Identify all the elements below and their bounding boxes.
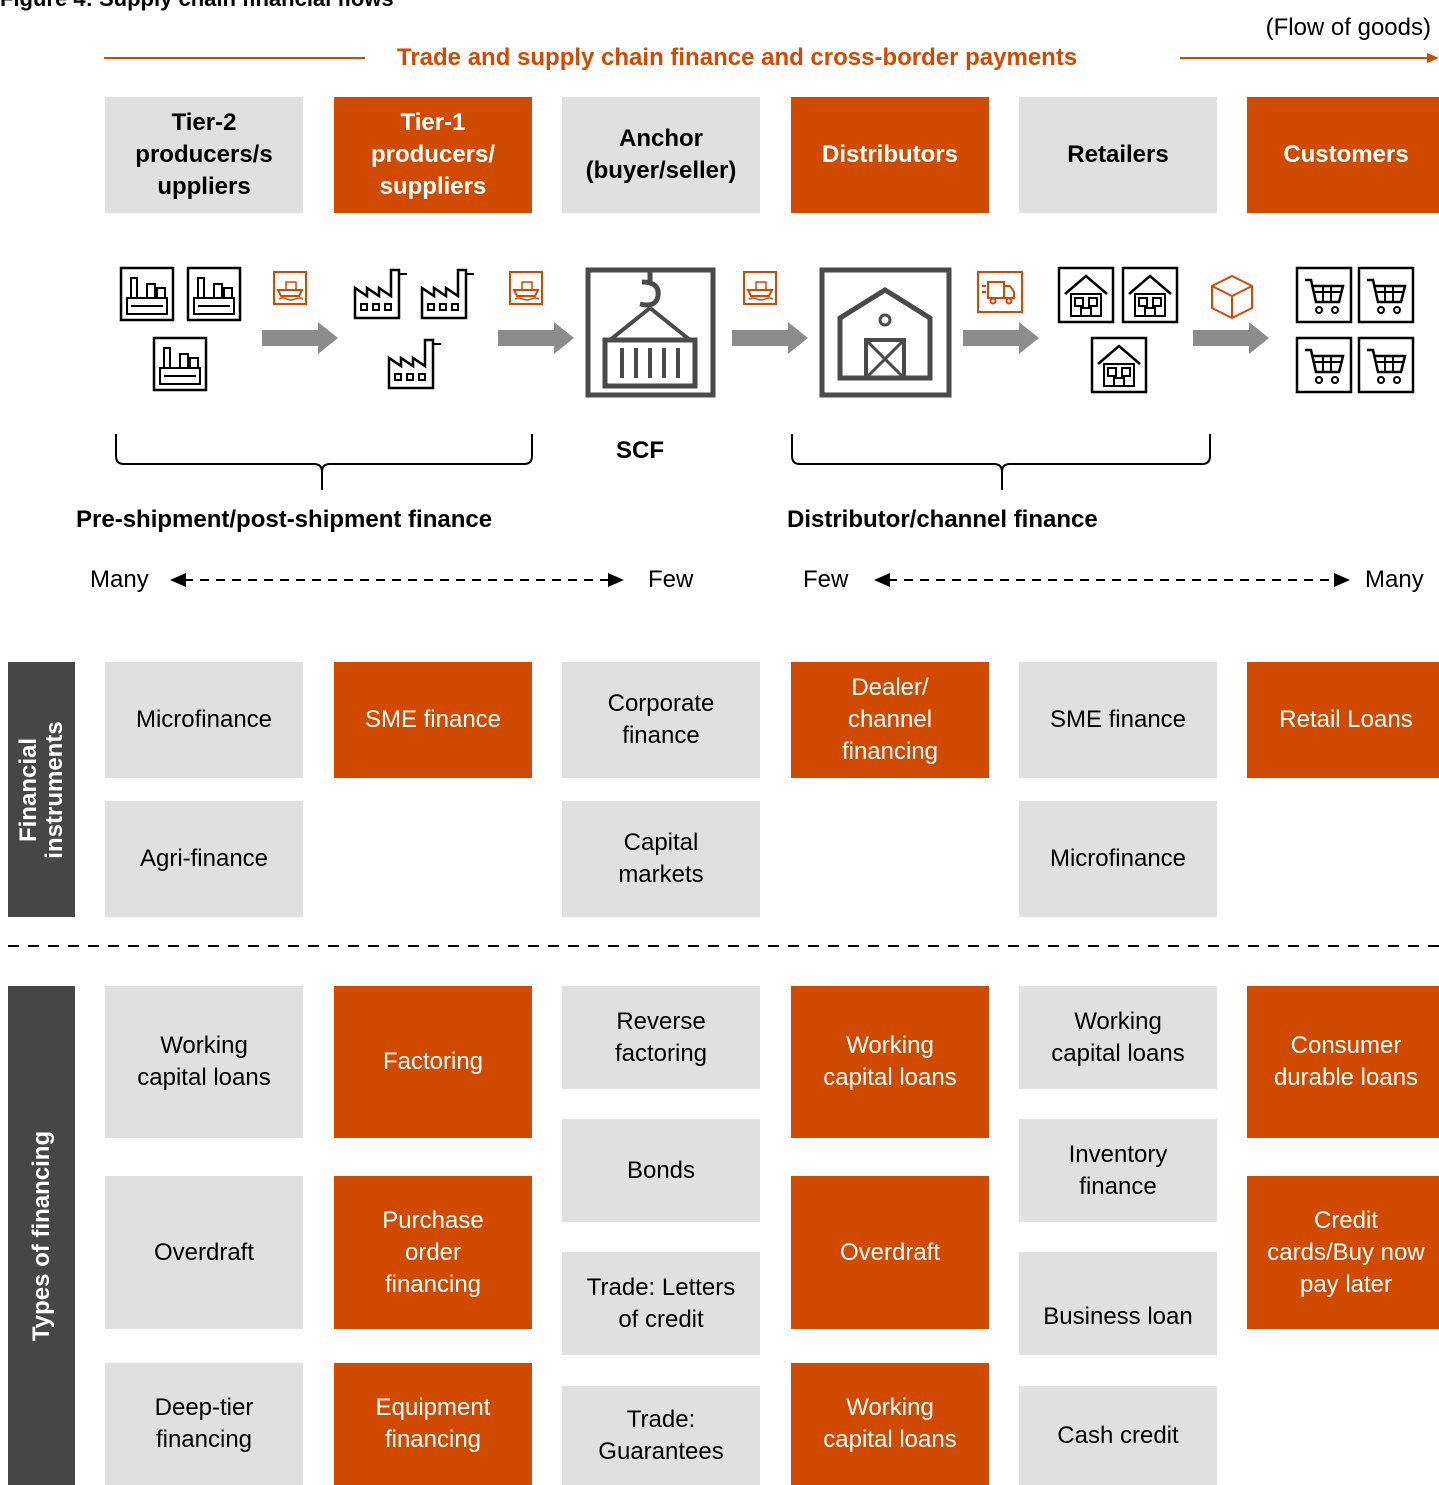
fi-corporate-finance: Corporate finance xyxy=(562,662,760,778)
figure-title: Figure 4: Supply chain financial flows xyxy=(0,0,394,12)
tf-overdraft-1: Overdraft xyxy=(105,1176,303,1329)
tf-consumer-durable-loans: Consumer durable loans xyxy=(1247,986,1439,1138)
scale-dashed-arrows xyxy=(170,573,1350,587)
banner-arrow xyxy=(104,53,1439,63)
stage-retailers: Retailers xyxy=(1019,97,1217,213)
tf-overdraft-2: Overdraft xyxy=(791,1176,989,1329)
fi-sme-finance: SME finance xyxy=(334,662,532,778)
pre-post-shipment-finance-label: Pre-shipment/post-shipment finance xyxy=(76,506,493,533)
stage-anchor: Anchor (buyer/seller) xyxy=(562,97,760,213)
section-divider xyxy=(8,945,1439,947)
fi-sme-finance-retail: SME finance xyxy=(1019,662,1217,778)
scale-right-from: Few xyxy=(803,566,849,593)
tf-trade-letters-of-credit: Trade: Letters of credit xyxy=(562,1252,760,1355)
tf-working-capital-loans-1: Working capital loans xyxy=(105,986,303,1138)
tf-purchase-order-financing: Purchase order financing xyxy=(334,1176,532,1329)
fi-capital-markets: Capital markets xyxy=(562,801,760,917)
tf-trade-guarantees: Trade: Guarantees xyxy=(562,1386,760,1485)
tf-equipment-financing: Equipment financing xyxy=(334,1363,532,1485)
supply-chain-icon-row xyxy=(119,266,1415,398)
banner-title: Trade and supply chain finance and cross… xyxy=(397,44,1078,71)
tf-business-loan: Business loan xyxy=(1019,1252,1217,1355)
scale-left-from: Many xyxy=(90,566,149,593)
flow-of-goods-label: (Flow of goods) xyxy=(1265,14,1431,41)
stage-tier2: Tier-2 producers/s uppliers xyxy=(105,97,303,213)
tf-bonds: Bonds xyxy=(562,1119,760,1222)
stage-customers: Customers xyxy=(1247,97,1439,213)
tf-working-capital-loans-3: Working capital loans xyxy=(791,1363,989,1485)
tf-working-capital-loans-4: Working capital loans xyxy=(1019,986,1217,1089)
scale-left-to: Few xyxy=(648,566,694,593)
scale-right-to: Many xyxy=(1365,566,1424,593)
tf-inventory-finance: Inventory finance xyxy=(1019,1119,1217,1222)
stage-tier1: Tier-1 producers/ suppliers xyxy=(334,97,532,213)
fi-microfinance-retail: Microfinance xyxy=(1019,801,1217,917)
group-braces xyxy=(115,434,1211,490)
fi-agri-finance: Agri-finance xyxy=(105,801,303,917)
stage-distributors: Distributors xyxy=(791,97,989,213)
tf-cash-credit: Cash credit xyxy=(1019,1386,1217,1485)
fi-dealer-channel-financing: Dealer/ channel financing xyxy=(791,662,989,778)
tf-credit-cards-bnpl: Credit cards/Buy now pay later xyxy=(1247,1176,1439,1329)
tf-factoring: Factoring xyxy=(334,986,532,1138)
distributor-channel-finance-label: Distributor/channel finance xyxy=(787,506,1098,533)
financial-instruments-title: Financial instruments xyxy=(8,662,75,917)
tf-reverse-factoring: Reverse factoring xyxy=(562,986,760,1089)
tf-working-capital-loans-2: Working capital loans xyxy=(791,986,989,1138)
scf-label: SCF xyxy=(616,437,664,464)
fi-microfinance: Microfinance xyxy=(105,662,303,778)
types-of-financing-title: Types of financing xyxy=(8,986,75,1485)
fi-retail-loans: Retail Loans xyxy=(1247,662,1439,778)
tf-deep-tier-financing: Deep-tier financing xyxy=(105,1363,303,1485)
